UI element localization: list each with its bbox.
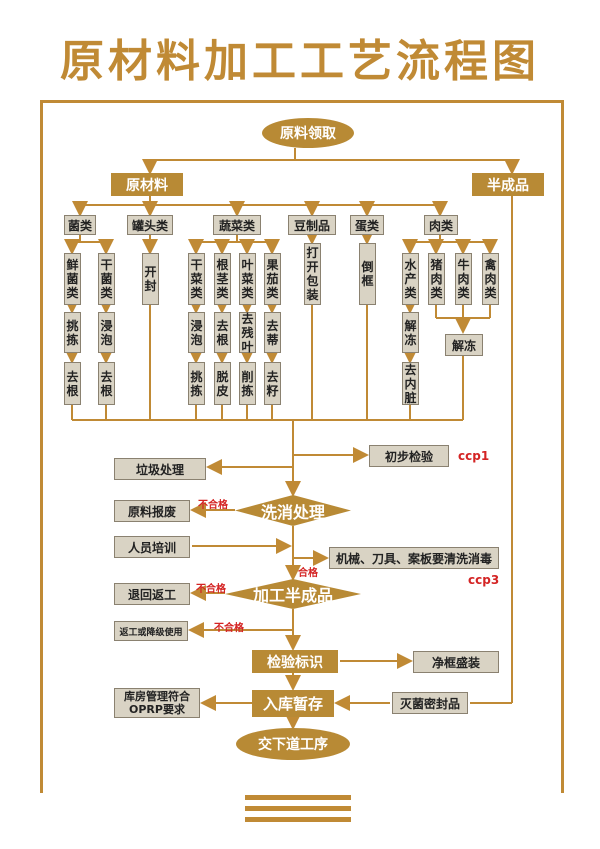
node-raw-material: 原材料: [111, 173, 183, 196]
node-training: 人员培训: [114, 536, 190, 558]
node-warehouse-requirement: 库房管理符合OPRP要求: [114, 688, 200, 718]
node-inspect-label: 检验标识: [252, 650, 338, 673]
node-beef: 牛肉类: [455, 253, 472, 305]
category-mushroom: 菌类: [64, 215, 96, 235]
category-meat: 肉类: [424, 215, 458, 235]
decor-bar: [245, 795, 351, 800]
node-root-veg: 根茎类: [214, 253, 231, 305]
node-fresh-mushroom: 鲜菌类: [64, 253, 81, 305]
node-leaf-veg: 叶菜类: [239, 253, 256, 305]
node-next-process: 交下道工序: [236, 728, 350, 760]
outer-frame: [40, 100, 564, 793]
node-sterile-seal: 灭菌密封品: [392, 692, 468, 714]
node-aquatic: 水产类: [402, 253, 419, 305]
node-fruit-veg: 果茄类: [264, 253, 281, 305]
node-remove-root-1: 去根: [214, 312, 231, 353]
unqualified-label-3: 不合格: [214, 623, 244, 634]
node-dry-veg: 干菜类: [188, 253, 205, 305]
diamond-process-semi: [225, 579, 361, 609]
page-title: 原材料加工工艺流程图: [60, 36, 540, 87]
node-peel: 脱皮: [214, 362, 231, 405]
node-open: 开封: [142, 253, 159, 305]
node-machine-clean: 机械、刀具、案板要清洗消毒: [329, 547, 499, 569]
node-process-semi: 加工半成品: [252, 586, 333, 605]
qualified-label: 合格: [298, 568, 318, 579]
decor-bar: [245, 817, 351, 822]
node-pick-2: 挑拣: [188, 362, 205, 405]
node-open-pack: 打开包装: [304, 243, 321, 305]
unqualified-label-1: 不合格: [198, 500, 228, 511]
node-garbage: 垃圾处理: [114, 458, 206, 480]
node-thaw-2: 解冻: [445, 334, 483, 356]
node-soak-1: 浸泡: [98, 312, 115, 353]
ccp1-label: ccp1: [458, 449, 490, 463]
node-dry-mushroom: 干菌类: [98, 253, 115, 305]
category-egg: 蛋类: [350, 215, 384, 235]
unqualified-label-2: 不合格: [196, 584, 226, 595]
node-start: 原料领取: [262, 118, 354, 148]
diamond-wash: [235, 495, 351, 526]
node-pick-3: 削拣: [239, 362, 256, 405]
node-wash: 洗消处理: [260, 502, 325, 522]
category-vegetable: 蔬菜类: [213, 215, 261, 235]
node-thaw-1: 解冻: [402, 312, 419, 353]
node-soak-2: 浸泡: [188, 312, 205, 353]
node-remove-dead-leaf: 去残叶: [239, 312, 256, 354]
node-semi-product: 半成品: [472, 173, 544, 196]
node-return: 退回返工: [114, 583, 190, 605]
node-pick-1: 挑拣: [64, 312, 81, 353]
decor-bar: [245, 806, 351, 811]
node-remove-stem: 去蒂: [264, 312, 281, 353]
node-scrap: 原料报废: [114, 500, 190, 522]
category-bean: 豆制品: [288, 215, 336, 235]
node-invert: 倒框: [359, 243, 376, 305]
node-poultry: 禽肉类: [482, 253, 499, 305]
ccp3-label: ccp3: [468, 573, 500, 587]
node-remove-root-3: 去根: [98, 362, 115, 405]
node-clean-box: 净框盛装: [413, 651, 499, 673]
node-remove-root-2: 去根: [64, 362, 81, 405]
node-store: 入库暂存: [252, 690, 334, 717]
node-remove-seed: 去籽: [264, 362, 281, 405]
category-can: 罐头类: [127, 215, 173, 235]
node-initial-check: 初步检验: [369, 445, 449, 467]
node-rework-downgrade: 返工或降级使用: [114, 621, 188, 641]
node-pork: 猪肉类: [428, 253, 445, 305]
node-remove-viscera: 去内脏: [402, 362, 419, 405]
